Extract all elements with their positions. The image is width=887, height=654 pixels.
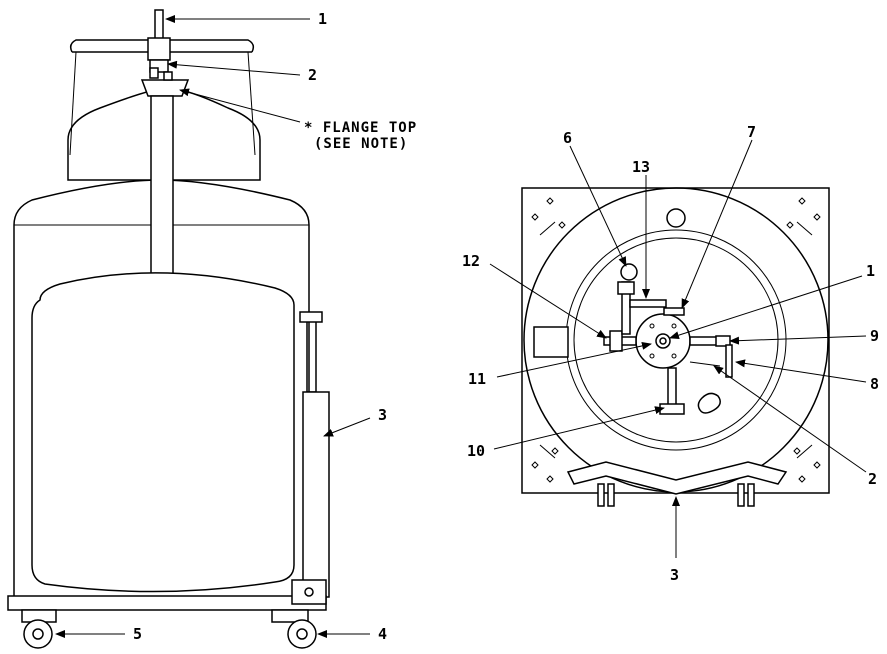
callout-6-top: 6 [563, 129, 572, 147]
callout-2-side: 2 [308, 66, 317, 84]
caster-left [21, 609, 57, 649]
caster-right [271, 579, 327, 649]
top-view: 6 13 7 12 1 11 9 8 10 2 3 [462, 123, 879, 584]
inner-ring-2 [573, 237, 779, 443]
label-panel [31, 272, 295, 593]
callout-10-top: 10 [467, 442, 485, 460]
top-handle [566, 461, 788, 495]
valve-body [147, 37, 171, 61]
valve-head [635, 313, 691, 369]
flange-top [140, 79, 190, 97]
callout-11-top: 11 [468, 370, 486, 388]
callout-4-side: 4 [378, 625, 387, 643]
valve-stem [154, 9, 164, 41]
label-plate [533, 326, 569, 358]
callout-13-top: 13 [632, 158, 650, 176]
callout-1-top: 1 [866, 262, 875, 280]
side-view: 1 2 3 4 5 * FLANGE TOP (SEE NOTE) [7, 9, 417, 649]
callout-9-top: 9 [870, 327, 879, 345]
callout-2-top: 2 [868, 470, 877, 488]
cart-base [7, 595, 327, 611]
corner-marks [531, 197, 821, 483]
cart-handle [299, 311, 323, 323]
flange-note-line2: (SEE NOTE) [314, 136, 408, 152]
callout-1-side: 1 [318, 10, 327, 28]
callout-5-side: 5 [133, 625, 142, 643]
callout-8-top: 8 [870, 375, 879, 393]
neck-tube [150, 95, 174, 283]
callout-7-top: 7 [747, 123, 756, 141]
callout-3-side: 3 [378, 406, 387, 424]
callout-12-top: 12 [462, 252, 480, 270]
flange-note-line1: * FLANGE TOP [304, 120, 417, 136]
callout-3-top: 3 [670, 566, 679, 584]
